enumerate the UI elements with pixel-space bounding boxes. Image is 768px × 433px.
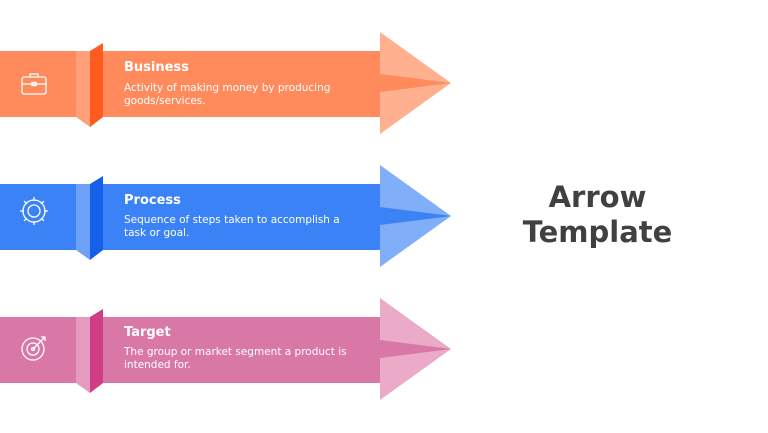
arrow-row-business: Business Activity of making money by pro… xyxy=(0,30,460,140)
page-title-line-2: Template xyxy=(522,215,673,249)
page-title-line-1: Arrow xyxy=(548,180,647,214)
arrow-shape-target xyxy=(0,298,451,400)
arrow-shape-business xyxy=(0,32,451,134)
arrow-row-process: Process Sequence of steps taken to accom… xyxy=(0,163,460,273)
row-title: Business xyxy=(124,60,189,75)
gear-icon xyxy=(20,197,48,225)
row-description: Activity of making money by producing go… xyxy=(124,82,331,107)
arrow-row-target: Target The group or market segment a pro… xyxy=(0,296,460,406)
target-icon xyxy=(21,336,46,361)
page-title: Arrow Template xyxy=(510,180,685,250)
row-description: The group or market segment a product is… xyxy=(124,346,347,371)
row-title: Process xyxy=(124,193,181,208)
arrow-shape-process xyxy=(0,165,451,267)
row-title: Target xyxy=(124,325,171,340)
row-description: Sequence of steps taken to accomplish a … xyxy=(124,214,340,239)
briefcase-icon xyxy=(21,73,47,95)
